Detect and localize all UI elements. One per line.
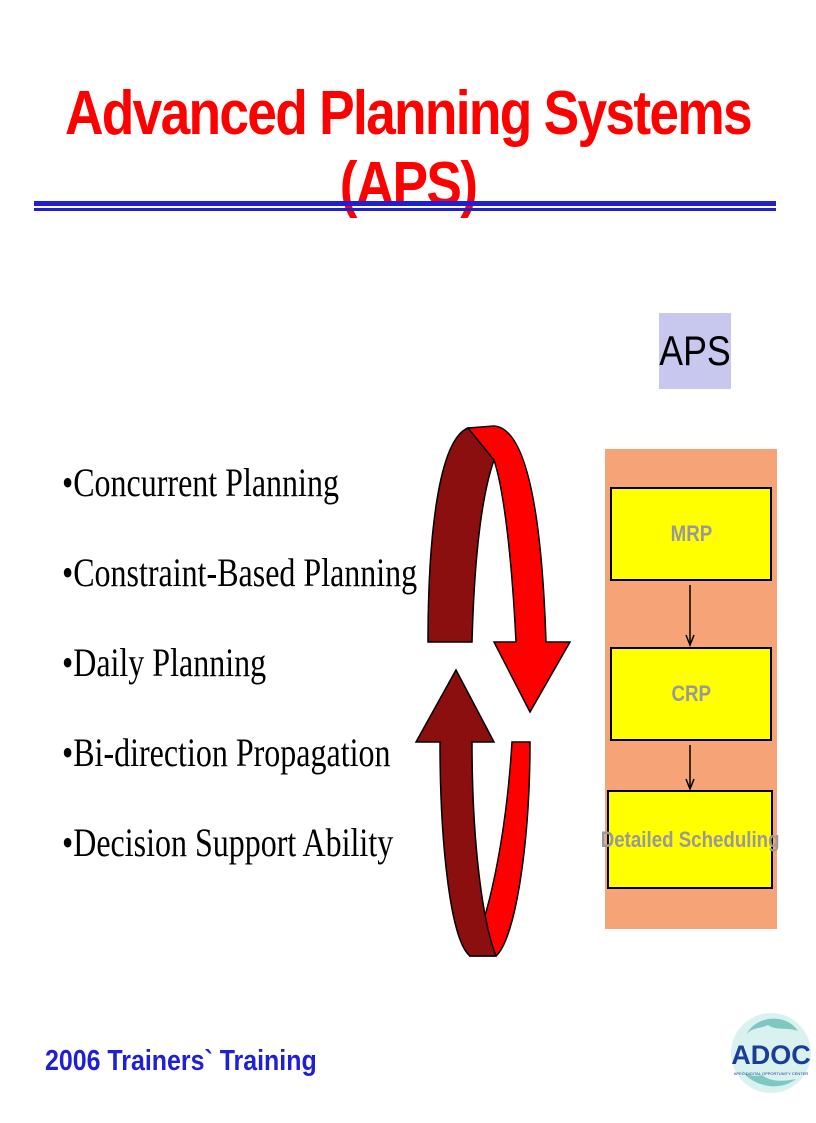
arrow-down-bright <box>466 425 572 714</box>
bullet-item: •Concurrent Planning <box>62 460 339 505</box>
crp-label: CRP <box>671 681 711 706</box>
logo-text: ADOC <box>731 1040 811 1070</box>
aps-label-text: APS <box>659 327 731 374</box>
title-divider-thin <box>34 208 776 211</box>
arrow-down-icon <box>685 585 695 647</box>
arrow-up-dark <box>414 668 498 957</box>
adoc-logo: ADOC APEC DIGITAL OPPORTUNITY CENTER <box>731 1013 811 1093</box>
arrow-down-icon <box>685 745 695 790</box>
arrow-top-dark <box>427 427 495 643</box>
bullet-item: •Daily Planning <box>62 640 267 685</box>
aps-label: APS <box>659 313 731 389</box>
bullet-item: •Decision Support Ability <box>62 820 394 865</box>
detailed-scheduling-box: Detailed Scheduling <box>601 790 779 889</box>
mrp-box: MRP <box>610 487 772 581</box>
logo-subtext: APEC DIGITAL OPPORTUNITY CENTER <box>734 1071 809 1076</box>
bullet-item: •Bi-direction Propagation <box>62 730 391 775</box>
cycle-arrows-icon <box>414 425 572 957</box>
bullet-item: •Constraint-Based Planning <box>62 550 418 595</box>
mrp-label: MRP <box>670 521 712 546</box>
detailed-scheduling-label: Detailed Scheduling <box>600 826 780 852</box>
title-divider-thick <box>34 201 776 206</box>
slide-title: Advanced Planning Systems (APS) <box>65 79 753 219</box>
crp-box: CRP <box>610 647 772 741</box>
footer-text: 2006 Trainers` Training <box>45 1045 317 1077</box>
bullet-list: •Concurrent Planning •Constraint-Based P… <box>62 458 506 908</box>
